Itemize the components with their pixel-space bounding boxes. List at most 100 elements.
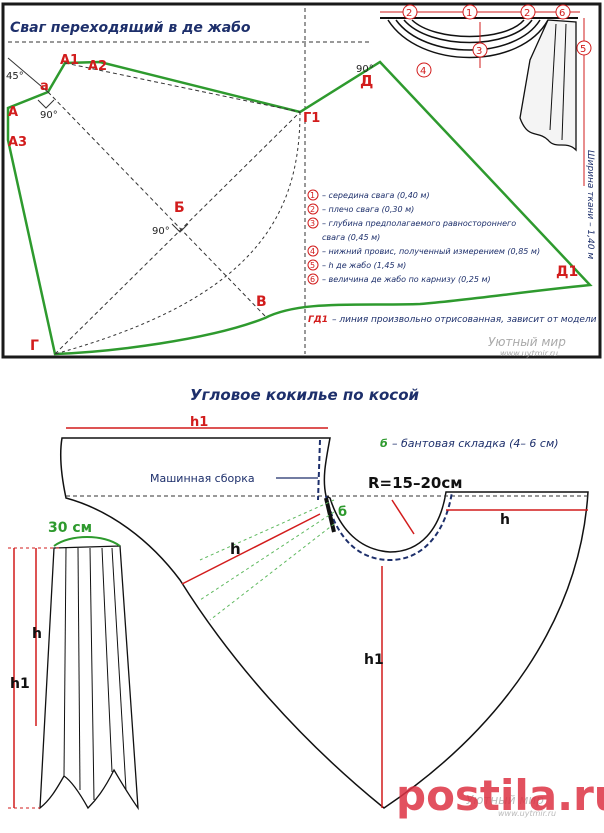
- cascade-pattern: [60, 437, 589, 809]
- inset-num-2b: 2: [524, 8, 530, 19]
- top-watermark: Уютный мир: [488, 335, 566, 349]
- inset-swag-1: [387, 19, 549, 59]
- inset-circle-2b: [520, 4, 536, 20]
- jabot-fold-5: [111, 547, 127, 791]
- legend-num-circle: [307, 245, 319, 257]
- b-note-letter: б: [380, 437, 388, 450]
- top-panel: Сваг переходящий в де жабо А1 А2 а А А3 …: [1, 2, 602, 359]
- legend-item: – величина де жабо по карнизу (0,25 м): [322, 275, 491, 284]
- h1-vert-label: h1: [364, 652, 384, 668]
- inset-swag-3: [403, 19, 533, 44]
- box-pleat-mark: [324, 497, 336, 533]
- jabot-h1-label: h1: [10, 676, 30, 692]
- gather-stitch-curve: [325, 491, 453, 562]
- legend-num: 6: [310, 275, 315, 284]
- pt-d1: Д1: [556, 264, 578, 280]
- legend-item: – плечо свага (0,30 м): [322, 205, 414, 214]
- top-frame: [1, 2, 602, 359]
- inset-swag-2: [395, 19, 541, 51]
- pt-a3: А3: [8, 135, 27, 150]
- bottom-panel: Угловое кокилье по косой h1 б – бантовая…: [0, 372, 604, 829]
- top-watermark-url: www.uytmir.ru: [500, 349, 558, 358]
- legend-num: 3: [310, 219, 315, 228]
- machine-gather-label: Машинная сборка: [150, 472, 255, 485]
- pt-g1: Г1: [303, 111, 320, 126]
- swag-outline: [6, 60, 593, 356]
- fabric-width-label: Ширина ткани – 1,40 м: [585, 150, 595, 259]
- jabot-body: [39, 545, 139, 811]
- top-title: Сваг переходящий в де жабо: [10, 20, 251, 36]
- inset-num-4: 4: [420, 66, 426, 77]
- inset-num-1: 1: [466, 8, 472, 19]
- bottom-watermark: Уютный мир: [466, 793, 544, 807]
- inset-circle-2a: [402, 4, 418, 20]
- jabot-fold-4: [101, 547, 113, 773]
- b-note-text: – бантовая складка (4– 6 см): [392, 437, 559, 450]
- inset-circle-6: [555, 4, 571, 20]
- green-guide-3: [209, 523, 335, 621]
- legend-item: – середина свага (0,40 м): [322, 191, 430, 200]
- pt-b: Б: [174, 200, 185, 216]
- inset-jabot: [519, 19, 577, 152]
- gather-stitch-top: [317, 439, 321, 501]
- radius-label: R=15–20см: [368, 474, 463, 492]
- pt-g: Г: [30, 338, 39, 354]
- legend-num: 5: [310, 261, 315, 270]
- h-right-label: h: [500, 512, 510, 528]
- legend-item: – h де жабо (1,45 м): [322, 261, 406, 270]
- pt-a2: А2: [88, 59, 107, 74]
- diag-a-v: [47, 91, 266, 317]
- pt-v: В: [256, 294, 267, 310]
- pt-a: А: [8, 105, 18, 120]
- legend-num-circle: [307, 203, 319, 215]
- pt-a1: А1: [60, 53, 79, 68]
- diag-g-g1: [54, 111, 301, 355]
- green-guide-2: [199, 511, 335, 601]
- angle-90-b-label: 90°: [152, 226, 170, 237]
- legend-num-circle: [307, 273, 319, 285]
- inset-num-2a: 2: [406, 8, 412, 19]
- h-diag-dim: [181, 513, 321, 585]
- angle-mark-b: [171, 223, 189, 233]
- swag-inset: [380, 11, 585, 186]
- jabot-fold-2: [77, 547, 81, 791]
- h-diag-label: h: [230, 540, 241, 558]
- jabot-width-label: 30 см: [48, 520, 92, 536]
- legend-item: – нижний провис, полученный измерением (…: [322, 247, 540, 256]
- pt-a-small: а: [40, 79, 49, 94]
- inset-circle-5: [576, 40, 592, 56]
- angle-90-d-label: 90°: [356, 64, 374, 75]
- jabot-h-label: h: [32, 626, 42, 642]
- gd-label: ГД1: [308, 315, 328, 325]
- angle-90-a-label: 90°: [40, 110, 58, 121]
- h1-top-label: h1: [190, 415, 208, 430]
- inset-circle-1: [462, 4, 478, 20]
- bottom-title: Угловое кокилье по косой: [190, 386, 420, 404]
- radius-dim: [391, 499, 415, 535]
- arc-curve: [54, 111, 301, 355]
- inset-circle-4: [416, 62, 432, 78]
- diag-a1-g1: [64, 62, 301, 113]
- legend-num: 2: [310, 205, 315, 214]
- bottom-watermark-url: www.uytmir.ru: [498, 809, 556, 818]
- angle-45-label: 45°: [6, 71, 24, 82]
- inset-jabot-fold2: [561, 23, 567, 141]
- legend-item: свага (0,45 м): [322, 233, 380, 242]
- inset-swag-4: [411, 19, 525, 38]
- jabot-sketch: [8, 536, 139, 811]
- inset-num-5: 5: [580, 44, 586, 55]
- jabot-width-arc: [53, 536, 121, 547]
- inset-num-6: 6: [559, 8, 565, 19]
- legend-item: – глубина предполагаемого равностороннег…: [322, 219, 516, 228]
- b-pleat-label: б: [338, 505, 347, 520]
- inset-numbers: 2 1 2 6 3 4 5: [402, 4, 592, 78]
- inset-circle-3: [472, 42, 488, 58]
- inset-num-3: 3: [476, 46, 482, 57]
- pt-d: Д: [360, 72, 373, 90]
- legend-num-circle: [307, 217, 319, 229]
- legend-num: 4: [310, 247, 315, 256]
- angle-mark-a: [37, 99, 55, 109]
- inset-jabot-fold1: [549, 23, 557, 131]
